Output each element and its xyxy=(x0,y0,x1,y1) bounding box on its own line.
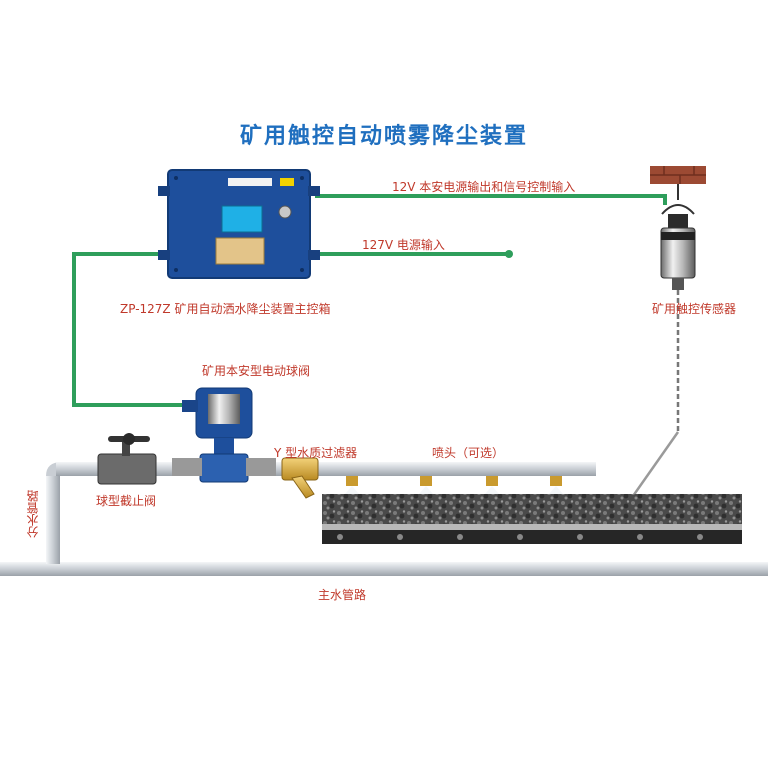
y-filter xyxy=(281,457,319,499)
main-pipe xyxy=(0,562,768,576)
signal-cable xyxy=(315,194,667,205)
sensor-chain xyxy=(624,290,680,507)
touch-sensor xyxy=(660,184,696,290)
valve-cable xyxy=(72,252,185,407)
touch-sensor-label: 矿用触控传感器 xyxy=(652,302,737,316)
power-line-label: 127V 电源输入 xyxy=(362,238,445,252)
control-box-label: ZP-127Z 矿用自动洒水降尘装置主控箱 xyxy=(120,302,331,316)
control-box xyxy=(158,169,320,279)
motor-valve-label: 矿用本安型电动球阀 xyxy=(202,364,311,378)
diagram-title: 矿用触控自动喷雾降尘装置 xyxy=(239,124,528,149)
nozzle-label: 喷头（可选） xyxy=(432,446,505,460)
ball-valve xyxy=(97,433,157,485)
main-pipe-label: 主水管路 xyxy=(318,588,367,602)
motor-valve xyxy=(172,387,276,483)
brick-mount xyxy=(650,166,706,184)
power-cable xyxy=(315,250,513,258)
ball-valve-label: 球型截止阀 xyxy=(96,494,157,508)
y-filter-label: Y 型水质过滤器 xyxy=(274,446,358,460)
conveyor-belt xyxy=(322,494,742,544)
signal-line-label: 12V 本安电源输出和信号控制输入 xyxy=(392,180,576,194)
branch-pipe-label: 分水管路 xyxy=(26,490,40,538)
